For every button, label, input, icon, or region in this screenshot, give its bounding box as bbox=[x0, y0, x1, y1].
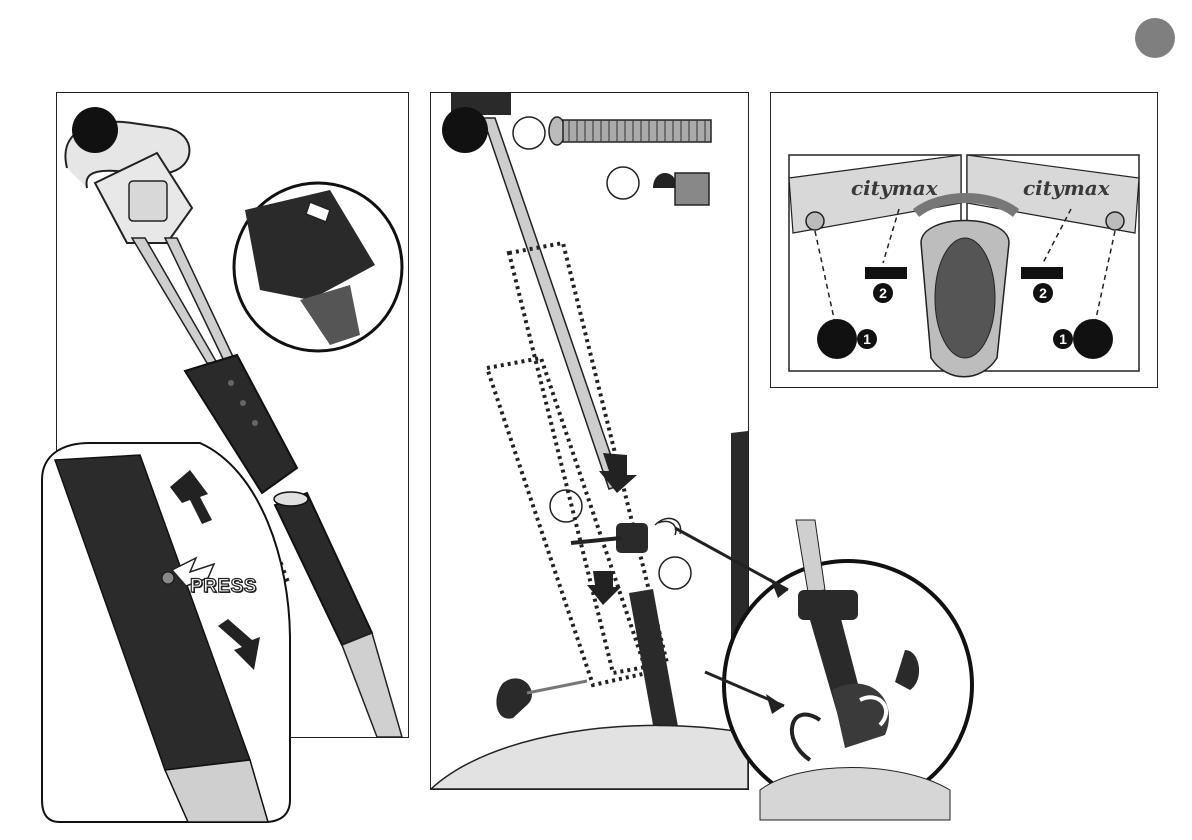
step-marker-c-right bbox=[1073, 319, 1113, 359]
label-bar-right bbox=[1021, 267, 1063, 279]
pointer-arrow-icon-2 bbox=[766, 694, 784, 714]
bolt-part bbox=[549, 117, 711, 145]
svg-text:2: 2 bbox=[1039, 285, 1047, 301]
rotate-arrow-icon bbox=[792, 715, 820, 760]
brand-logo-right: citymax bbox=[1023, 176, 1111, 200]
press-label: PRESS bbox=[190, 576, 257, 598]
panel-handle-insertion bbox=[56, 92, 409, 738]
label-bar-left bbox=[865, 267, 907, 279]
part-marker-bolt bbox=[513, 117, 545, 149]
part-marker-nut bbox=[607, 167, 639, 199]
page-number-badge bbox=[1135, 18, 1175, 58]
handle-illustration bbox=[57, 93, 408, 737]
svg-text:1: 1 bbox=[863, 331, 871, 347]
svg-text:1: 1 bbox=[1059, 331, 1067, 347]
tube-illustration bbox=[431, 93, 748, 789]
step-marker-c-left bbox=[817, 319, 857, 359]
panel-tube-assembly bbox=[430, 92, 749, 790]
cap-nut-part bbox=[653, 173, 709, 205]
covers-illustration: citymax citymax 2 2 1 1 bbox=[771, 93, 1157, 387]
part-marker-screw bbox=[550, 490, 582, 522]
down-arrow-icon-2 bbox=[587, 571, 621, 605]
clamp-detail-zoom bbox=[724, 520, 972, 820]
knob-part bbox=[496, 678, 587, 718]
svg-text:2: 2 bbox=[879, 285, 887, 301]
brand-logo-left: citymax bbox=[851, 176, 939, 200]
part-marker-cap bbox=[659, 557, 691, 589]
panel-side-covers: citymax citymax 2 2 1 1 bbox=[770, 92, 1158, 388]
pointer-arrow-icon bbox=[770, 578, 788, 598]
